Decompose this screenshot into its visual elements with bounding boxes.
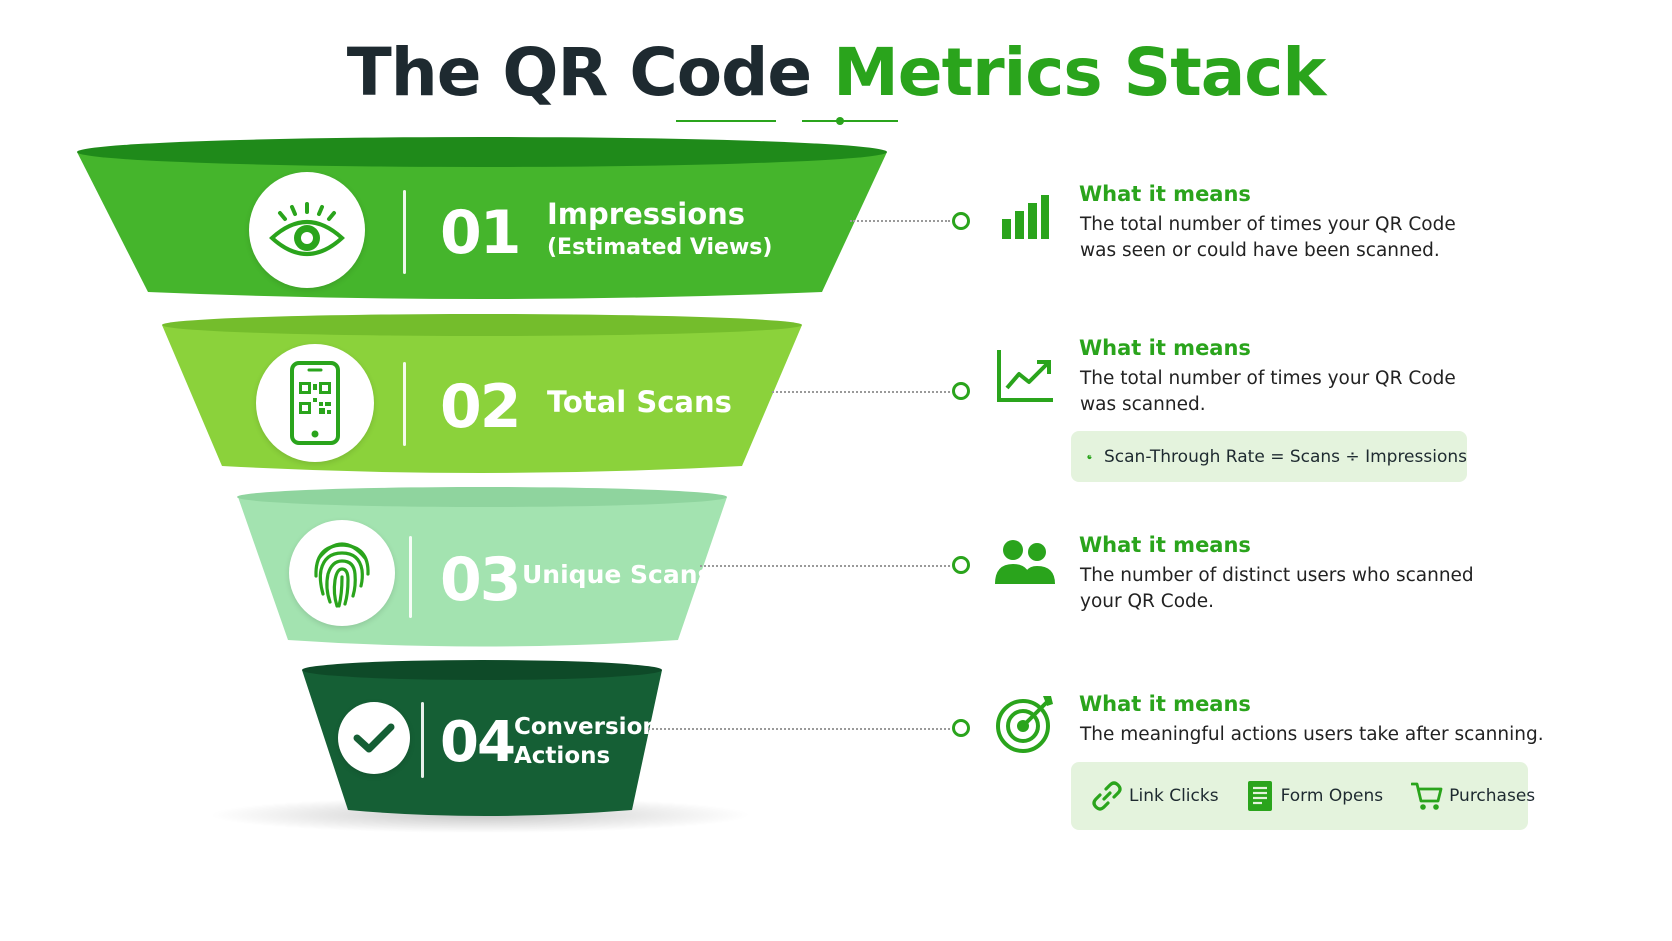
tier-4-label-line2: Actions [514, 743, 611, 770]
line-chart-icon [995, 348, 1055, 404]
tier-3-means-line2: your QR Code. [1080, 591, 1215, 612]
scan-through-rate-formula: Scan-Through Rate = Scans ÷ Impressions [1071, 431, 1467, 482]
connector-node-3 [952, 556, 970, 574]
action-form-opens: Form Opens [1247, 780, 1384, 812]
conversion-actions-list: Link Clicks Form Opens Purchases [1071, 762, 1535, 830]
action-label: Form Opens [1280, 786, 1384, 806]
title-underline-right [802, 120, 898, 122]
tier-3-means-title: What it means [1079, 533, 1251, 557]
tier-1-label-main: Impressions [547, 197, 746, 231]
formula-text: Scan-Through Rate = Scans ÷ Impressions [1103, 446, 1467, 467]
connector-node-4 [952, 719, 970, 737]
title-part-green: Metrics Stack [833, 34, 1326, 111]
form-icon [1247, 781, 1272, 811]
tier-3-divider [409, 536, 412, 618]
title-part-dark: The QR Code [346, 34, 812, 111]
checkmark-icon [353, 723, 395, 753]
fingerprint-icon [314, 542, 370, 608]
tier-4-number: 04 [440, 710, 516, 775]
tier-4-label: Conversion Actions [514, 714, 659, 770]
cart-icon [1411, 782, 1443, 810]
tier-3-icon-circle [289, 520, 395, 626]
link-icon [1092, 781, 1122, 811]
tier-1-divider [403, 190, 406, 274]
tier-3-label: Unique Scans [522, 560, 713, 589]
connector-node-2 [952, 382, 970, 400]
action-purchases: Purchases [1411, 781, 1535, 811]
page-title: The QR Code Metrics Stack [0, 28, 1672, 118]
bar-chart-icon [998, 192, 1052, 242]
connector-1 [850, 220, 950, 222]
connector-4 [648, 728, 950, 730]
tier-3-means-line1: The number of distinct users who scanned [1080, 565, 1474, 586]
tier-1-means-line2: was seen or could have been scanned. [1080, 240, 1440, 261]
tier-1-icon-circle [249, 172, 365, 288]
title-underline-left [676, 120, 776, 122]
users-icon [993, 538, 1057, 586]
tier-1-means-title: What it means [1079, 182, 1251, 206]
tier-1-label: Impressions (Estimated Views) [547, 197, 773, 261]
eye-icon [269, 202, 345, 256]
action-label: Purchases [1449, 786, 1536, 806]
connector-2 [772, 391, 950, 393]
tier-2-means-line2: was scanned. [1080, 394, 1206, 415]
tier-1-number: 01 [440, 198, 521, 268]
tier-1-means-line1: The total number of times your QR Code [1080, 214, 1456, 235]
tier-2-icon-circle [256, 344, 374, 462]
tier-2-divider [403, 362, 406, 446]
tier-2-means-line1: The total number of times your QR Code [1080, 368, 1456, 389]
tier-4-label-line1: Conversion [514, 714, 659, 740]
connector-node-1 [952, 212, 970, 230]
tier-4-means-title: What it means [1079, 692, 1251, 716]
pie-chart-icon [1087, 454, 1092, 459]
tier-2-means-title: What it means [1079, 336, 1251, 360]
phone-qr-icon [290, 361, 340, 445]
tier-2-label: Total Scans [547, 385, 732, 419]
target-icon [995, 692, 1057, 754]
tier-1-sublabel: (Estimated Views) [547, 235, 773, 261]
tier-4-means-line1: The meaningful actions users take after … [1080, 724, 1544, 745]
tier-3-number: 03 [440, 545, 521, 615]
tier-4-icon-circle [338, 702, 410, 774]
action-label: Link Clicks [1129, 786, 1219, 806]
action-link-clicks: Link Clicks [1091, 780, 1219, 812]
tier-2-number: 02 [440, 372, 521, 442]
connector-3 [700, 565, 950, 567]
tier-4-divider [421, 702, 424, 778]
